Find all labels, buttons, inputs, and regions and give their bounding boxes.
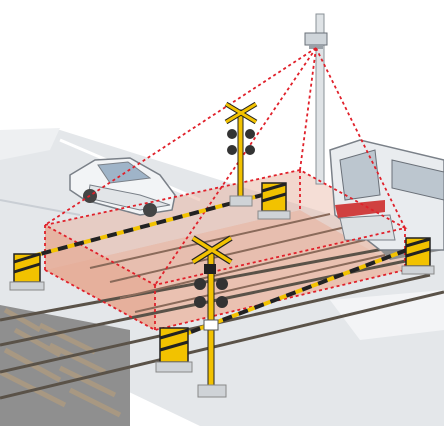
barrier-arm-left [24, 191, 271, 260]
crossing-signal-front [191, 235, 233, 398]
crossing-rails [89, 213, 386, 313]
detection-zone-front-wall [45, 225, 155, 330]
ballast-left [0, 305, 130, 426]
barrier-box-left [9, 252, 45, 291]
crossing-signal-back [224, 101, 258, 207]
barrier-box-back [257, 182, 291, 220]
barrier-box-right [401, 237, 435, 275]
barrier-box-front [155, 327, 193, 373]
detection-zone-outline [44, 47, 408, 331]
train [329, 139, 444, 251]
sidewalk-right [330, 290, 444, 340]
camera-icon [304, 32, 328, 46]
camera-pole [304, 13, 328, 185]
sidewalk-left [0, 128, 60, 160]
rail-4 [0, 290, 444, 400]
